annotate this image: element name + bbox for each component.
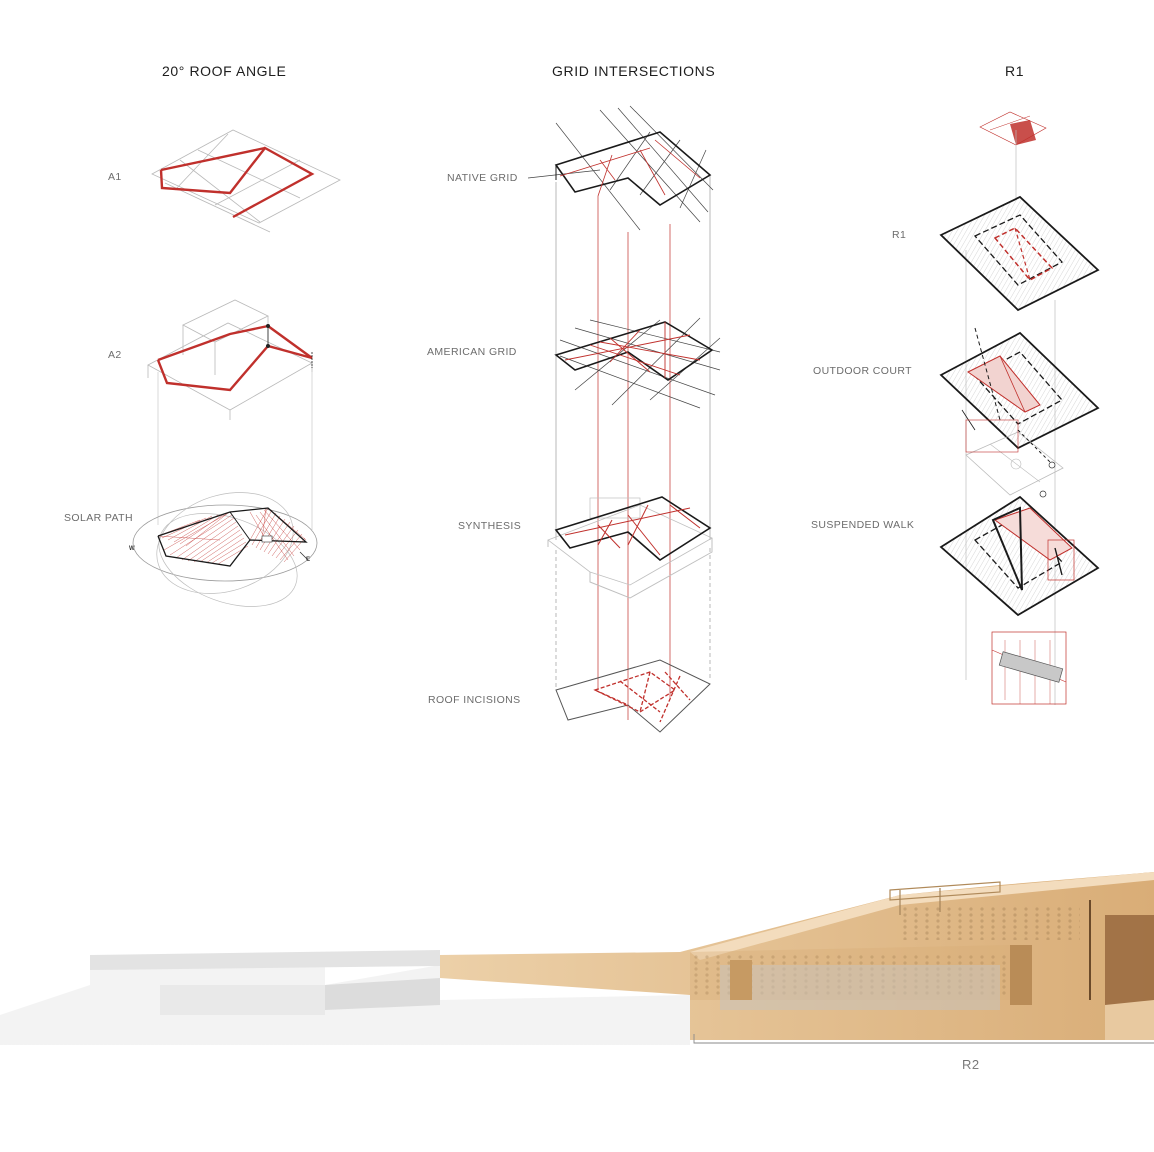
label-a1: A1	[108, 171, 122, 183]
a2-guides	[157, 368, 313, 530]
r1-plate	[939, 195, 1100, 312]
grid-red-verticals	[597, 196, 671, 720]
synthesis-diagram	[547, 496, 713, 599]
label-roof-incisions: ROOF INCISIONS	[428, 694, 521, 706]
outdoor-court-plate	[939, 327, 1100, 496]
title-grid-intersections: GRID INTERSECTIONS	[552, 63, 716, 79]
r1-thumbnail	[979, 111, 1047, 146]
a1-diagram	[151, 129, 341, 233]
grid-grey-verticals	[555, 175, 711, 690]
suspended-walk-plate	[939, 490, 1100, 705]
native-grid-diagram	[527, 105, 714, 231]
label-solar-path: SOLAR PATH	[64, 512, 133, 524]
title-roof-angle: 20° ROOF ANGLE	[162, 63, 287, 79]
label-suspended-walk: SUSPENDED WALK	[811, 519, 915, 531]
american-grid-diagram	[554, 317, 721, 409]
label-a2: A2	[108, 349, 122, 361]
title-r1: R1	[1005, 63, 1025, 79]
r1-guides	[965, 130, 1056, 705]
label-outdoor-court: OUTDOOR COURT	[813, 365, 912, 377]
label-native-grid: NATIVE GRID	[447, 172, 518, 184]
label-american-grid: AMERICAN GRID	[427, 346, 517, 358]
compass-west: W	[129, 546, 135, 552]
roof-incisions-diagram	[555, 659, 711, 733]
label-r2: R2	[962, 1057, 980, 1072]
physical-model-photo	[0, 872, 1154, 1152]
label-synthesis: SYNTHESIS	[458, 520, 522, 532]
solar-path-diagram	[132, 492, 318, 607]
label-r1: R1	[892, 229, 907, 241]
compass-east: E	[306, 557, 311, 563]
a2-diagram	[147, 299, 313, 420]
